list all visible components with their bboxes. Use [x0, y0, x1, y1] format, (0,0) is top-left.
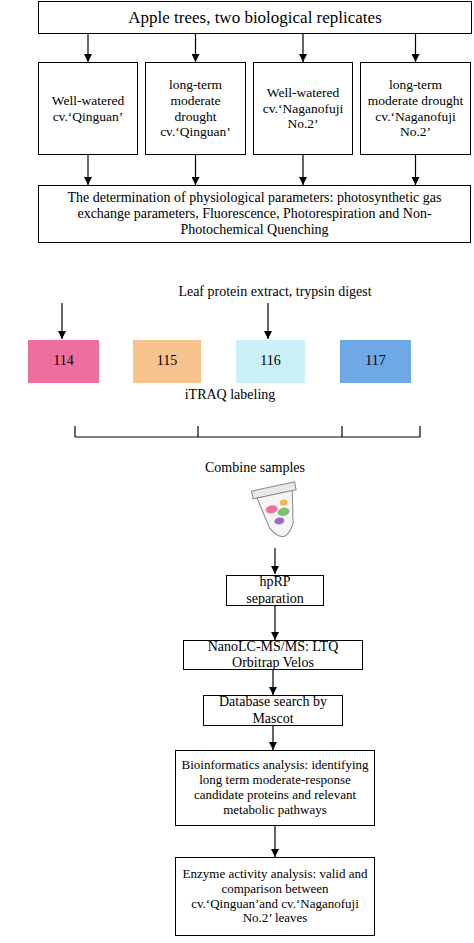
measurement-box: The determination of physiological param…: [38, 185, 471, 243]
itraq-tag-box: 114: [28, 340, 99, 383]
node-text: Enzyme activity analysis: valid and comp…: [176, 867, 374, 927]
process-box: Bioinformatics analysis: identifying lon…: [175, 750, 375, 826]
bracket-tick: [341, 426, 342, 437]
flow-arrow: [274, 826, 275, 857]
process-box: Database search by Mascot: [203, 695, 343, 726]
flow-arrow: [415, 155, 416, 185]
flow-arrow: [274, 606, 275, 640]
node-text: 117: [362, 353, 388, 369]
static-art: [62, 303, 420, 574]
node-text: long-term moderate drought cv.‘Qinguan’: [146, 77, 245, 139]
treatment-box: long-term moderate drought cv.‘Qinguan’: [145, 62, 246, 155]
itraq-tag-box: 117: [340, 340, 411, 383]
step-label: Combine samples: [190, 460, 320, 476]
flow-arrow: [302, 34, 303, 62]
flow-arrow: [415, 34, 416, 62]
process-box: Enzyme activity analysis: valid and comp…: [175, 857, 375, 936]
flow-arrow: [87, 34, 88, 62]
process-box: NanoLC-MS/MS: LTQ Orbitrap Velos: [183, 640, 363, 670]
treatment-box: Well-watered cv.‘Naganofuji No.2’: [253, 62, 353, 155]
source-box: Apple trees, two biological replicates: [38, 1, 472, 34]
step-label: iTRAQ labeling: [165, 387, 295, 403]
flow-arrow: [302, 155, 303, 185]
node-text: Well-watered cv.‘Qinguan’: [39, 93, 137, 124]
flow-arrow: [195, 155, 196, 185]
tube-cap: [251, 482, 296, 499]
flow-arrow: [272, 726, 273, 750]
sample-blob: [277, 507, 290, 517]
node-text: 114: [50, 353, 76, 369]
node-text: long-term moderate drought cv.‘Naganofuj…: [361, 77, 470, 139]
node-text: 115: [154, 353, 180, 369]
node-text: Bioinformatics analysis: identifying lon…: [176, 758, 374, 818]
flow-arrow: [272, 670, 273, 695]
combine-bracket: [75, 436, 420, 437]
itraq-tag-box: 115: [133, 340, 201, 383]
flow-arrow: [274, 548, 275, 574]
flow-arrow: [195, 34, 196, 62]
step-label: Leaf protein extract, trypsin digest: [160, 284, 390, 300]
flow-arrow: [87, 155, 88, 185]
node-text: Database search by Mascot: [204, 694, 342, 726]
process-box: hpRP separation: [226, 575, 324, 606]
flow-arrow: [267, 303, 268, 339]
flow-arrow: [61, 303, 62, 339]
node-text: NanoLC-MS/MS: LTQ Orbitrap Velos: [184, 639, 362, 671]
sample-tube: [251, 482, 305, 541]
itraq-tag-box: 116: [236, 340, 305, 383]
sample-blob: [279, 499, 288, 507]
tube-body: [257, 491, 301, 541]
sample-blob: [265, 504, 278, 514]
bracket-tick: [74, 426, 75, 437]
node-text: Well-watered cv.‘Naganofuji No.2’: [254, 85, 352, 132]
node-text: hpRP separation: [227, 574, 323, 606]
treatment-box: Well-watered cv.‘Qinguan’: [38, 62, 138, 155]
sample-blob: [274, 517, 285, 526]
bracket-tick: [419, 426, 420, 437]
node-text: The determination of physiological param…: [39, 190, 470, 238]
node-text: 116: [257, 353, 283, 369]
treatment-box: long-term moderate drought cv.‘Naganofuj…: [360, 62, 471, 155]
node-text: Apple trees, two biological replicates: [125, 8, 385, 28]
edge-layer: [88, 34, 416, 857]
bracket-tick: [197, 426, 198, 437]
